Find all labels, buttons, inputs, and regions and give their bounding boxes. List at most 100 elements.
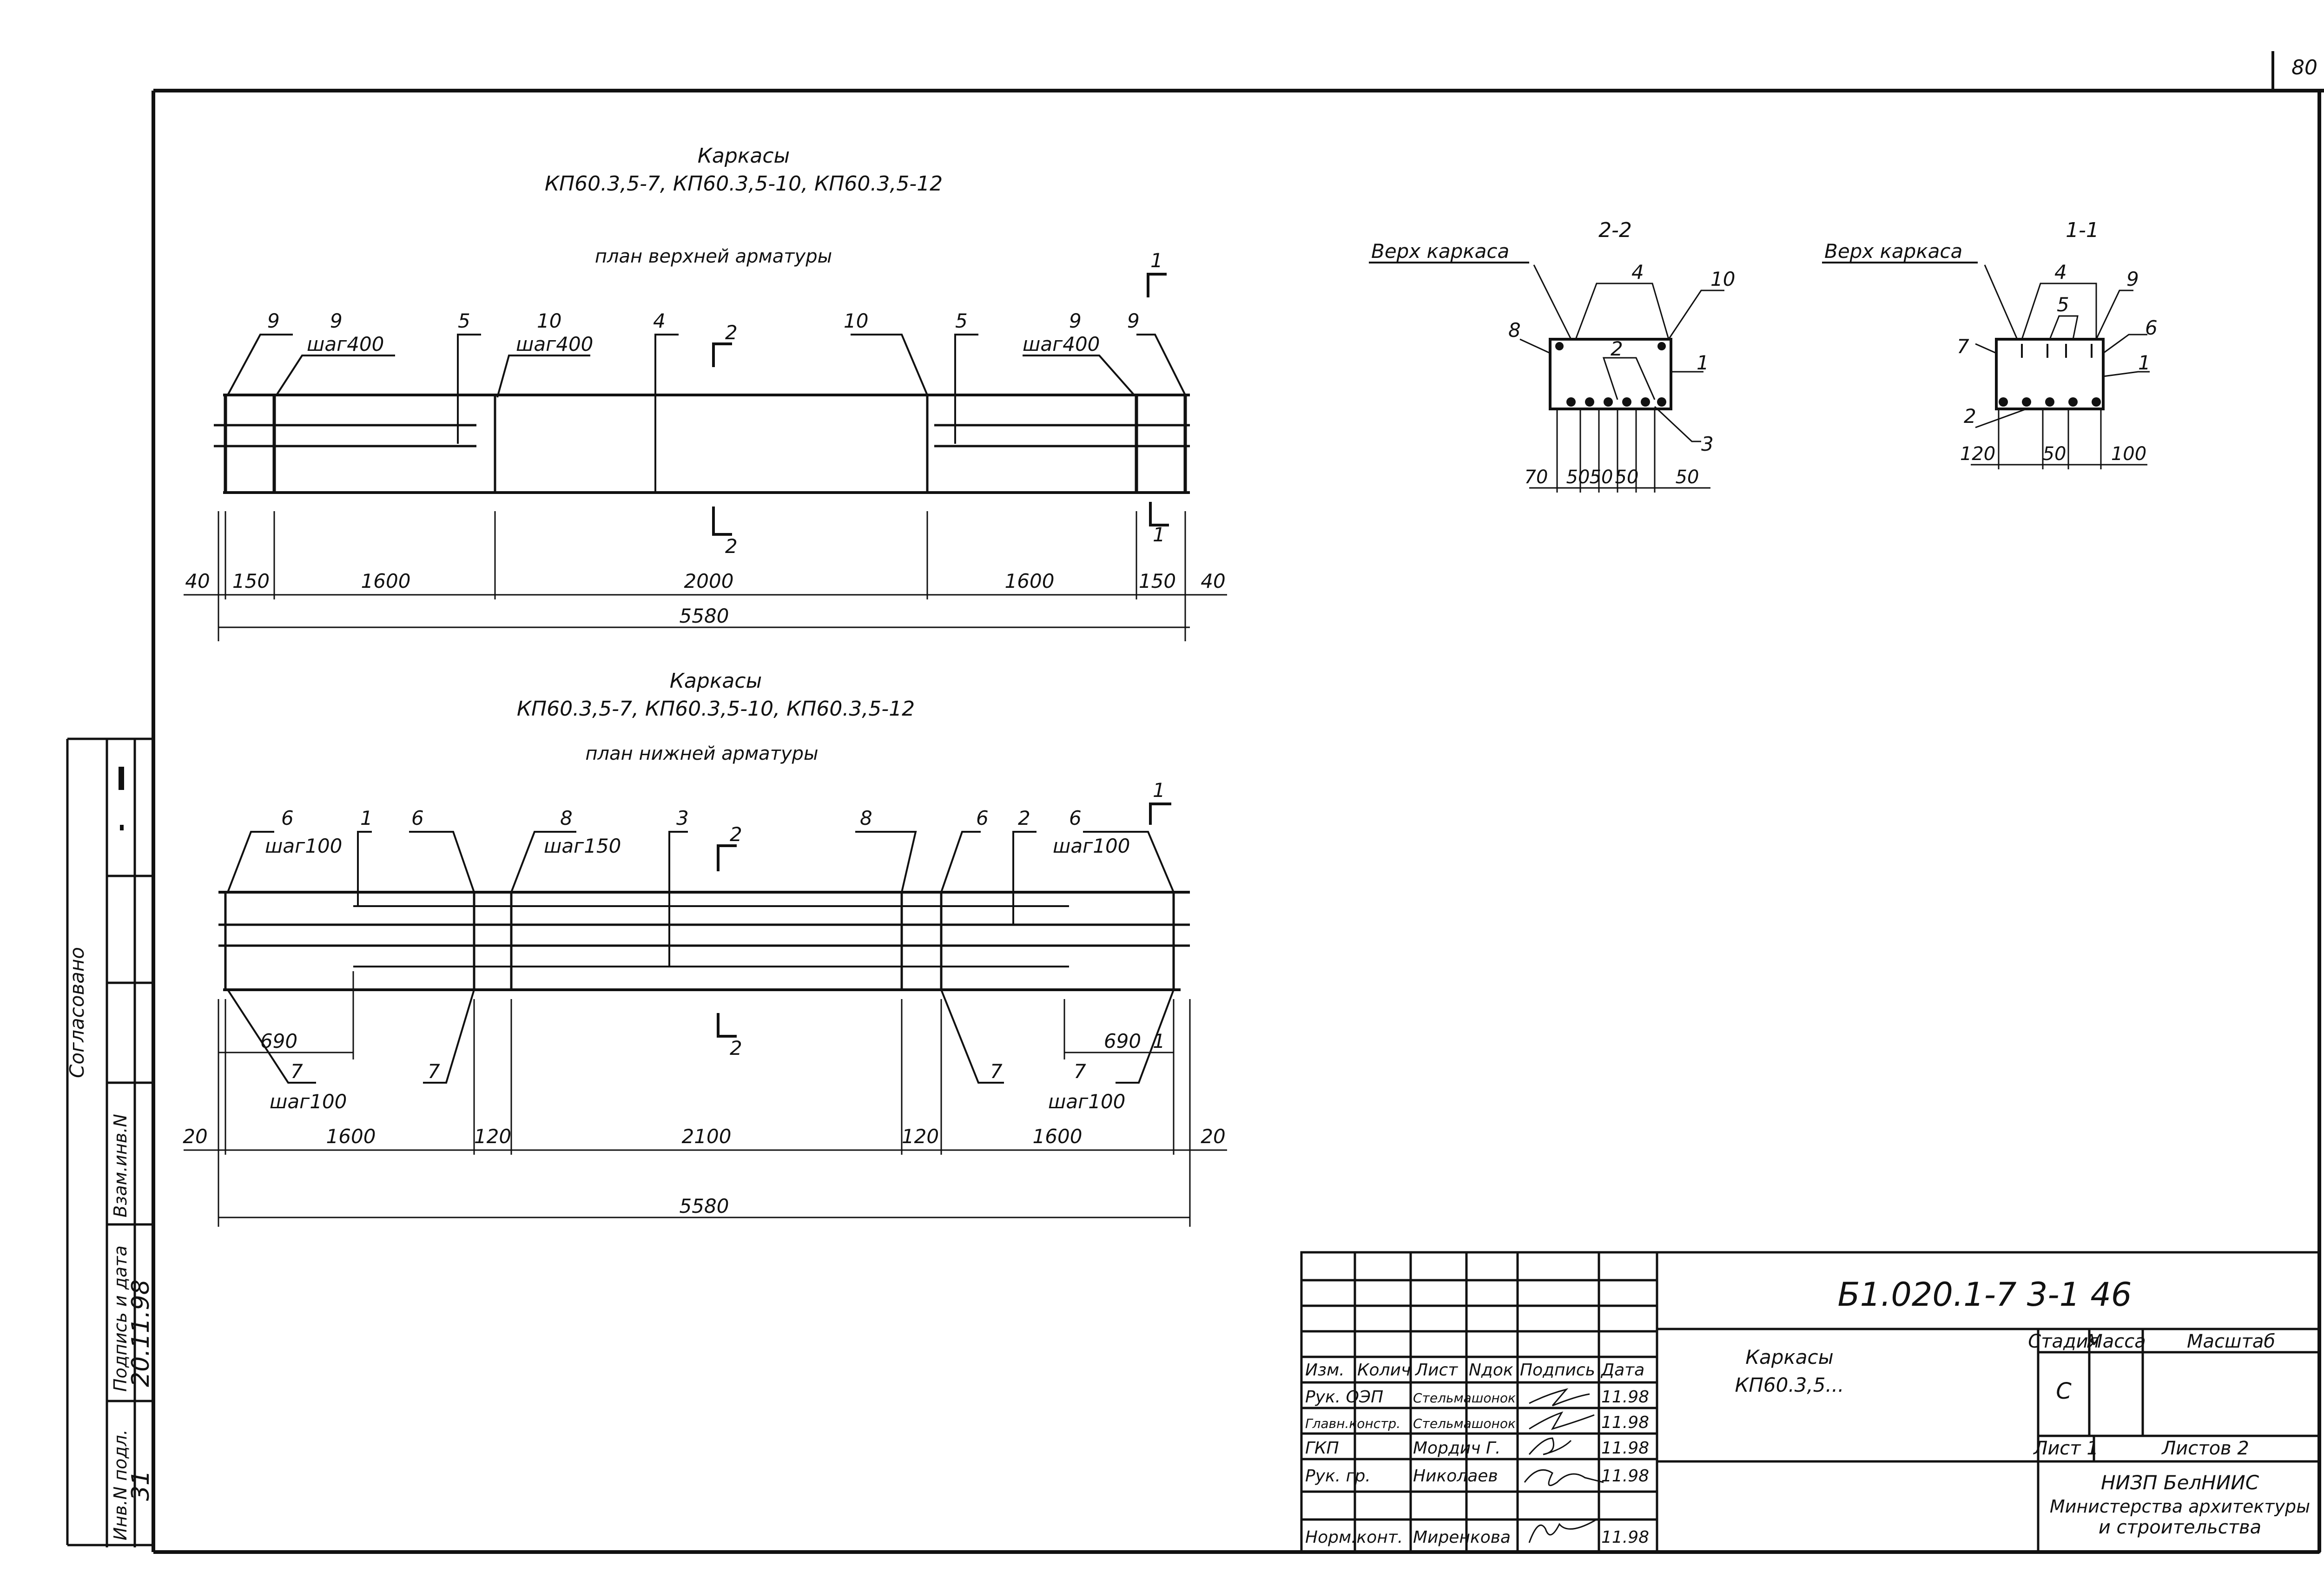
svg-text:Миренкова: Миренкова xyxy=(1413,1528,1511,1547)
callout: 5 xyxy=(955,309,968,332)
date-value: 20.11.98 xyxy=(127,1279,155,1387)
inv-value: 31 xyxy=(127,1470,155,1501)
dimension: 50 xyxy=(1590,467,1613,488)
callout: 2 xyxy=(1964,405,1976,428)
callout: 7 xyxy=(290,1060,303,1083)
sheet-label: Лист 1 xyxy=(2033,1438,2099,1459)
callout-step: шаг400 xyxy=(307,333,384,355)
svg-text:ГКП: ГКП xyxy=(1305,1439,1339,1458)
sign-date-label: Подпись и дата xyxy=(110,1245,131,1392)
dimension: 120 xyxy=(474,1125,511,1148)
bottom-plan-callouts-bottom: 690 7 шаг100 7 7 690 7 шаг100 1 xyxy=(260,1030,1165,1113)
callout: 1 xyxy=(360,807,373,829)
callout: 7 xyxy=(990,1060,1003,1083)
callout: 9 xyxy=(267,309,280,332)
callout: 9 xyxy=(1069,309,1082,332)
section-1-1: 1-1 Верх каркаса xyxy=(1822,218,2158,469)
svg-text:2: 2 xyxy=(725,535,738,558)
title-block: Б1.020.1-7 3-1 46 Каркасы КП60.3,5... Из… xyxy=(1300,1251,2321,1553)
bottom-plan-callouts-top: 6 шаг100 1 6 8 шаг150 3 8 6 2 6 шаг100 xyxy=(265,807,1130,857)
top-plan-title-2: КП60.3,5-7, КП60.3,5-10, КП60.3,5-12 xyxy=(545,172,943,196)
dimension: 1600 xyxy=(1005,570,1055,592)
callout: 2 xyxy=(1611,337,1623,360)
svg-text:1: 1 xyxy=(1150,249,1163,272)
svg-text:Главн.констр.: Главн.констр. xyxy=(1305,1416,1400,1431)
callout: 9 xyxy=(330,309,343,332)
callout: 10 xyxy=(844,309,868,332)
callout-step: шаг400 xyxy=(1023,333,1100,355)
svg-text:1: 1 xyxy=(1153,523,1165,546)
svg-text:Изм.: Изм. xyxy=(1305,1361,1345,1380)
inv-podl-label: Инв.N подл. xyxy=(110,1429,131,1540)
mass-label: Масса xyxy=(2086,1331,2146,1352)
callout-step: шаг150 xyxy=(544,835,621,857)
dimension: 70 xyxy=(1525,467,1548,488)
top-plan-bars xyxy=(184,273,1227,641)
dimension: 20 xyxy=(1201,1125,1225,1148)
dimension: 2000 xyxy=(684,570,734,592)
dimension-total: 5580 xyxy=(680,1195,729,1217)
dimension: 1600 xyxy=(326,1125,376,1148)
callout: 9 xyxy=(1127,309,1140,332)
top-plan-title-1: Каркасы xyxy=(698,144,790,168)
svg-text:Стельмашонок: Стельмашонок xyxy=(1413,1390,1516,1406)
sheet-number: 80 xyxy=(2291,56,2317,79)
document-code: Б1.020.1-7 3-1 46 xyxy=(1838,1276,2132,1314)
top-plan-subtitle: план верхней арматуры xyxy=(595,246,832,267)
document-name-2: КП60.3,5... xyxy=(1735,1374,1844,1396)
section-title: 2-2 xyxy=(1598,218,1632,242)
callout: 7 xyxy=(1957,335,1969,358)
section-title: 1-1 xyxy=(2066,218,2099,242)
signature-rows: Рук. ОЭП Стельмашонок 11.98 Главн.констр… xyxy=(1305,1388,1649,1547)
top-plan-section-marks: 1 2 2 1 xyxy=(725,249,1165,558)
top-plan-callouts: 9 9 шаг400 5 10 шаг400 4 10 5 9 шаг400 9 xyxy=(267,309,1140,355)
svg-text:Подпись: Подпись xyxy=(1520,1361,1595,1380)
inv-zam-label: Взам.инв.N xyxy=(110,1114,131,1217)
bottom-plan-title-1: Каркасы xyxy=(670,669,762,693)
dimension: 50 xyxy=(1676,467,1699,488)
svg-text:2: 2 xyxy=(730,1037,742,1059)
bottom-plan-dimensions: 20 1600 120 2100 120 1600 20 5580 xyxy=(183,1125,1225,1217)
top-plan-dimensions: 40 150 1600 2000 1600 150 40 5580 xyxy=(185,570,1225,627)
org-line-3: и строительства xyxy=(2099,1517,2261,1538)
section-2-2: 2-2 Верх каркаса xyxy=(1369,218,1735,493)
dimension: 120 xyxy=(902,1125,939,1148)
dimension: 690 xyxy=(1104,1030,1141,1053)
callout: 6 xyxy=(1069,807,1082,829)
svg-text:Норм.конт.: Норм.конт. xyxy=(1305,1528,1403,1547)
callout: 2 xyxy=(1018,807,1030,829)
dimension: 150 xyxy=(1139,570,1176,592)
callout-step: шаг100 xyxy=(270,1090,347,1113)
svg-text:Рук. ОЭП: Рук. ОЭП xyxy=(1305,1388,1383,1407)
svg-text:Колич: Колич xyxy=(1357,1361,1411,1380)
stage-value: С xyxy=(2056,1378,2072,1404)
bottom-plan: Каркасы КП60.3,5-7, КП60.3,5-10, КП60.3,… xyxy=(183,669,1227,1227)
callout: 3 xyxy=(676,807,689,829)
callout-step: шаг400 xyxy=(516,333,593,355)
callout: 1 xyxy=(1153,1030,1165,1053)
agreed-label: Согласовано xyxy=(66,947,88,1078)
callout: 1 xyxy=(2138,351,2151,374)
top-plan: Каркасы КП60.3,5-7, КП60.3,5-10, КП60.3,… xyxy=(184,144,1227,641)
callout: 4 xyxy=(2054,261,2067,283)
callout: 4 xyxy=(653,309,666,332)
svg-text:11.98: 11.98 xyxy=(1601,1413,1649,1432)
callout: 7 xyxy=(428,1060,440,1083)
dimension: 1600 xyxy=(1033,1125,1083,1148)
stage-label: Стадия xyxy=(2028,1331,2099,1352)
dimension: 40 xyxy=(1201,570,1225,592)
bottom-plan-bars xyxy=(184,803,1227,1227)
org-line-2: Министерства архитектуры xyxy=(2050,1496,2310,1517)
svg-text:Стельмашонок: Стельмашонок xyxy=(1413,1416,1516,1431)
bottom-plan-section-marks: 1 2 2 xyxy=(730,779,1165,1059)
dimension-total: 5580 xyxy=(680,605,729,627)
callout-step: шаг100 xyxy=(1048,1090,1125,1113)
callout: 5 xyxy=(2057,293,2069,316)
callout-step: шаг100 xyxy=(265,835,342,857)
callout: 4 xyxy=(1631,261,1644,283)
dimension: 50 xyxy=(2043,443,2067,465)
dimension: 690 xyxy=(260,1030,297,1053)
callout-step: шаг100 xyxy=(1053,835,1130,857)
sheets-label: Листов 2 xyxy=(2161,1438,2249,1459)
